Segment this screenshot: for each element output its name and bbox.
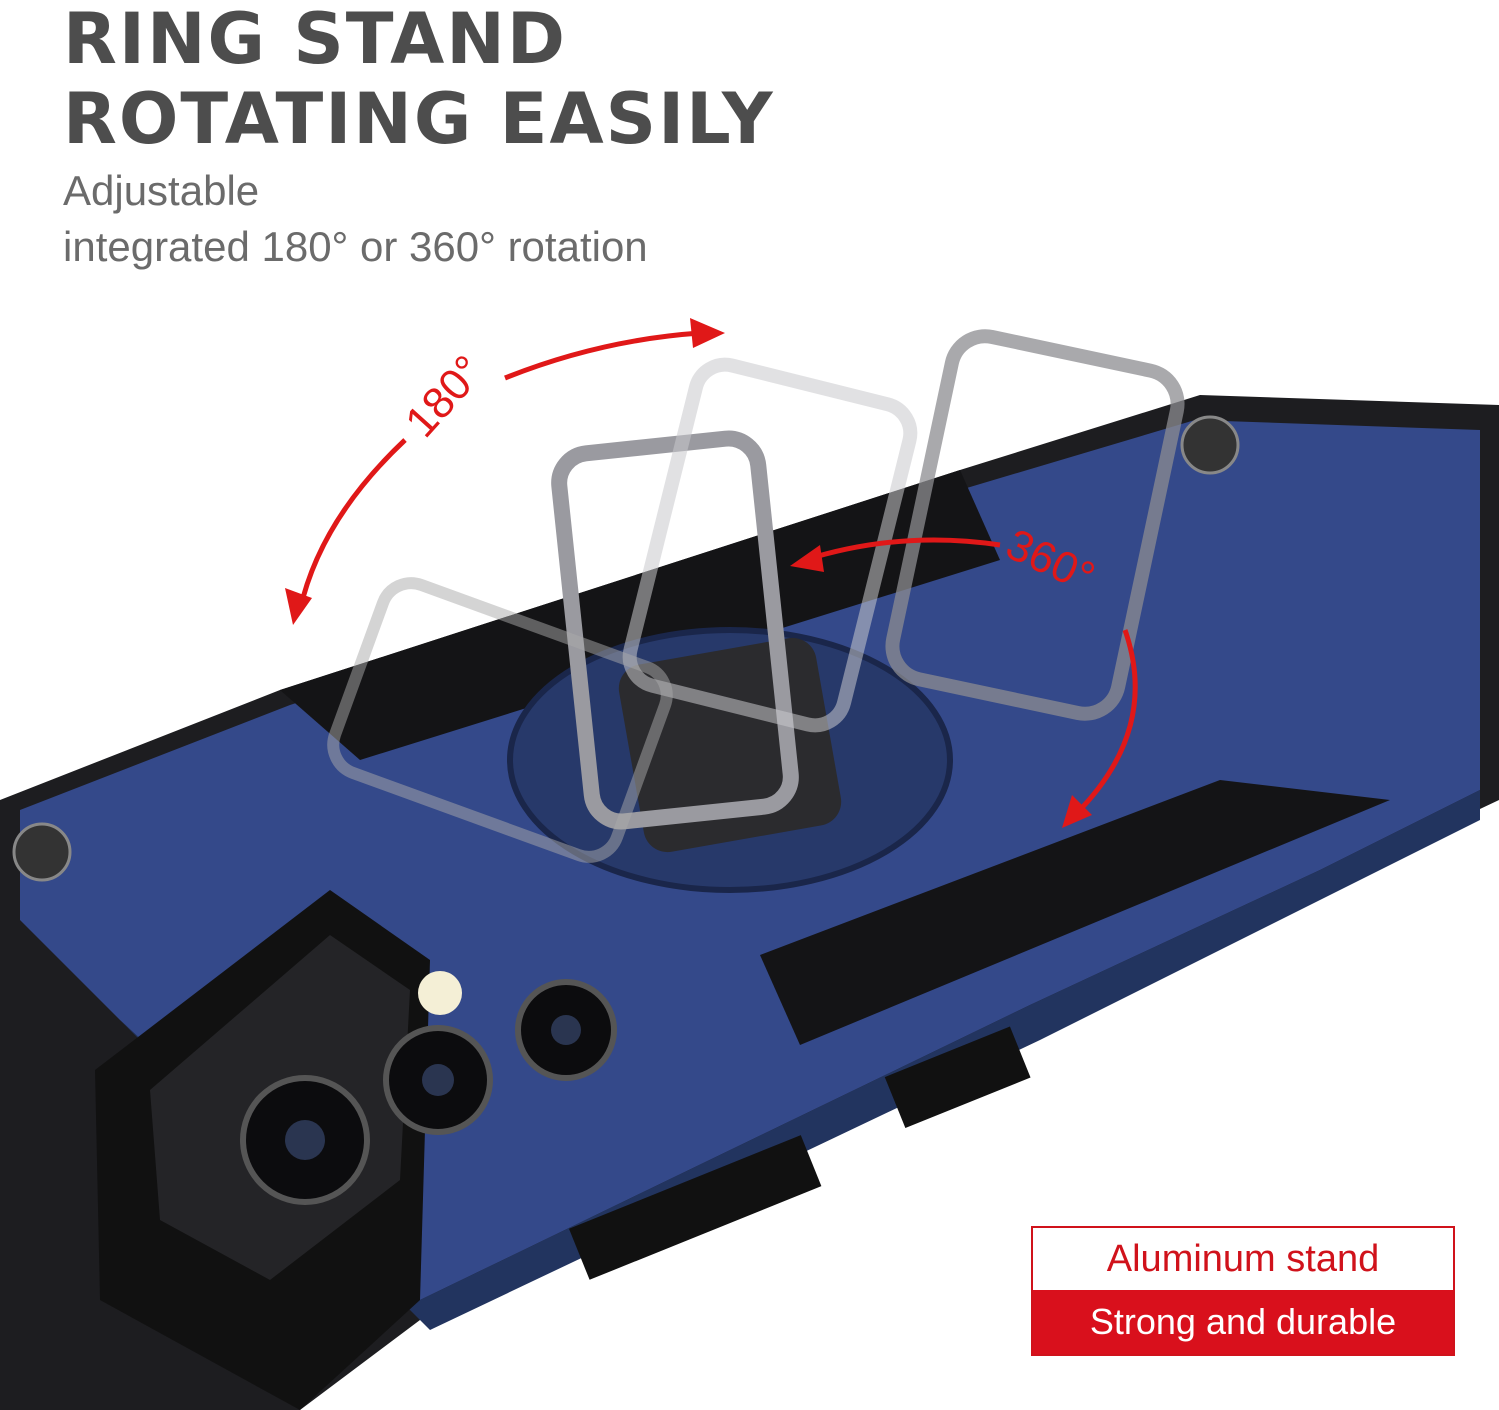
feature-badge: Aluminum stand Strong and durable (1031, 1226, 1455, 1356)
ring-holder (327, 329, 1185, 893)
subtitle-line-2: integrated 180° or 360° rotation (63, 223, 648, 270)
volume-button (568, 1135, 822, 1280)
rotation-arrows (297, 330, 1138, 817)
power-button (884, 1026, 1031, 1129)
arrow-head-icon (1062, 795, 1092, 828)
screw-icon (12, 822, 72, 882)
feature-badge-subtitle: Strong and durable (1033, 1290, 1453, 1354)
headline-line-1: RING STAND (63, 0, 567, 80)
rotation-180-label: 180° (396, 346, 493, 446)
arrow-head-icon (285, 588, 312, 625)
screw-icon (1180, 415, 1240, 475)
feature-badge-title: Aluminum stand (1033, 1228, 1453, 1290)
grip-bottom (760, 780, 1390, 1045)
headline-line-2: ROTATING EASILY (63, 78, 775, 160)
subtitle-line-1: Adjustable (63, 167, 260, 214)
arrow-head-icon (690, 318, 725, 348)
arrow-head-icon (790, 545, 824, 572)
camera-module (95, 890, 617, 1410)
